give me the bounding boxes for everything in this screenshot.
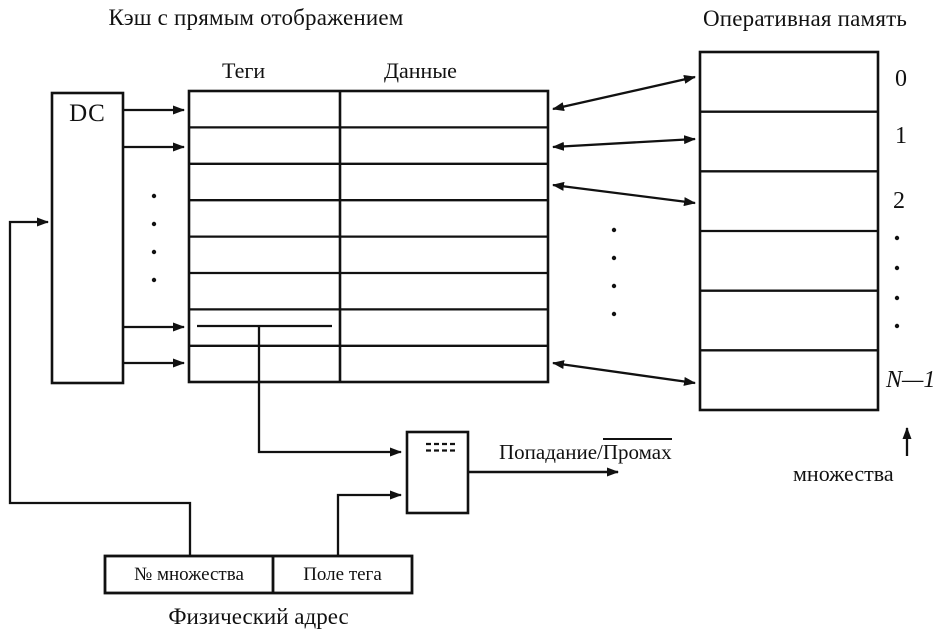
hit-miss-label-hit: Попадание/: [499, 440, 603, 464]
decoder-label: DC: [69, 100, 106, 127]
decoder-select-arrows: [123, 105, 185, 368]
mapping-ellipsis-dots: [611, 227, 617, 317]
equals-icon: [426, 442, 457, 452]
address-register-box: [103, 554, 414, 595]
physical-address-caption: Физический адрес: [168, 604, 349, 629]
tags-column-header: Теги: [222, 58, 266, 83]
memory-row-label-0: 0: [895, 66, 907, 92]
memory-ellipsis-dots: [894, 235, 900, 329]
hit-miss-label-miss-overlined: Промах: [602, 438, 672, 464]
memory-row-label-1: 1: [895, 123, 907, 149]
cache-row-lines: [189, 126, 548, 347]
set-index-wire: [8, 217, 192, 556]
memory-row-label-2: 2: [893, 188, 905, 214]
tag-field-wire: [336, 490, 402, 556]
memory-table: [698, 50, 880, 412]
cache-title: Кэш с прямым отображением: [108, 5, 404, 30]
decoder-ellipsis-dots: [151, 193, 157, 283]
hit-miss-label: Попадание/Промах: [499, 438, 672, 464]
memory-title: Оперативная память: [702, 6, 908, 31]
data-column-header: Данные: [384, 58, 457, 83]
cache-table: [187, 89, 550, 384]
memory-row-lines: [700, 110, 878, 352]
memory-row-label-last: N—1: [886, 367, 936, 393]
tag-field-label: Поле тега: [303, 564, 382, 585]
sets-label: множества: [793, 461, 894, 486]
cache-memory-mapping-arrows: [552, 75, 696, 386]
set-number-field-label: № множества: [134, 564, 244, 585]
decoder-box: [50, 91, 125, 385]
tag-readout-wire: [197, 324, 402, 457]
